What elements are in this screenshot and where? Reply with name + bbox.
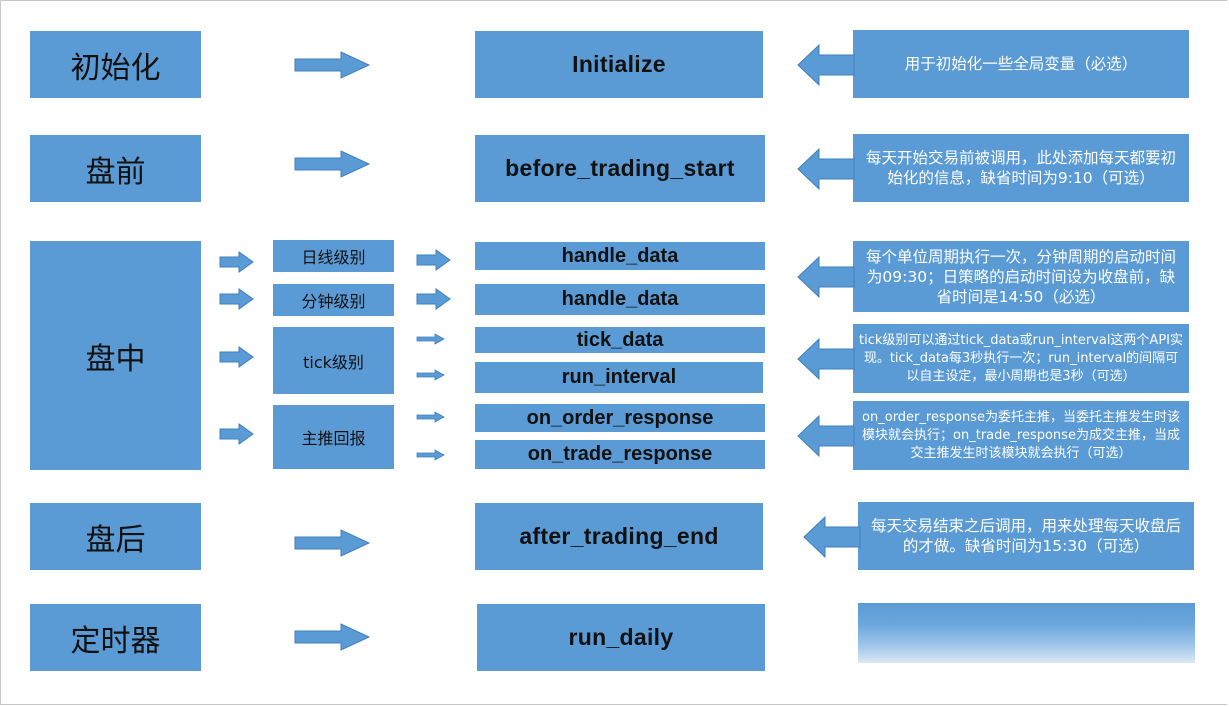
arrow-right-icon [294, 150, 371, 178]
func-after-trading-end: after_trading_end [475, 503, 763, 570]
stage-init: 初始化 [30, 31, 201, 98]
desc-timer-blurred [858, 603, 1195, 663]
arrow-right-icon [294, 623, 371, 651]
arrow-small-right-icon [219, 423, 254, 445]
sub-push: 主推回报 [272, 404, 395, 470]
stage-pre: 盘前 [30, 135, 201, 202]
func-handle-data-daily: handle_data [475, 242, 765, 270]
func-on-order-response: on_order_response [475, 404, 765, 432]
arrow-small-right-icon [416, 249, 451, 271]
arrow-small-right-icon [416, 288, 451, 310]
arrow-right-icon [294, 529, 371, 557]
arrow-left-icon [797, 147, 855, 191]
desc-handle: 每个单位周期执行一次，分钟周期的启动时间为09:30；日策略的启动时间设为收盘前… [852, 240, 1190, 313]
sub-daily: 日线级别 [272, 239, 395, 273]
func-run-interval: run_interval [475, 362, 763, 393]
arrow-left-icon [803, 515, 861, 559]
func-initialize: Initialize [475, 31, 763, 98]
arrow-left-icon [797, 43, 855, 87]
arrow-left-icon [797, 337, 855, 381]
arrow-tiny-right-icon [416, 411, 445, 423]
stage-timer: 定时器 [30, 604, 201, 671]
desc-tick: tick级别可以通过tick_data或run_interval这两个API实现… [852, 323, 1190, 394]
desc-pre: 每天开始交易前被调用，此处添加每天都要初始化的信息，缺省时间为9:10（可选） [852, 133, 1190, 203]
arrow-left-icon [797, 255, 855, 299]
arrow-left-icon [797, 414, 855, 458]
sub-minute: 分钟级别 [272, 283, 395, 317]
arrow-small-right-icon [219, 288, 254, 310]
desc-post: 每天交易结束之后调用，用来处理每天收盘后的才做。缺省时间为15:30（可选） [857, 501, 1195, 571]
arrow-tiny-right-icon [416, 449, 445, 461]
arrow-tiny-right-icon [416, 369, 445, 381]
arrow-small-right-icon [219, 346, 254, 368]
stage-intraday: 盘中 [30, 241, 201, 470]
desc-push: on_order_response为委托主推，当委托主推发生时该模块就会执行；o… [852, 400, 1190, 471]
func-tick-data: tick_data [475, 327, 765, 353]
desc-init: 用于初始化一些全局变量（必选） [852, 29, 1190, 99]
stage-post: 盘后 [30, 503, 201, 570]
func-handle-data-minute: handle_data [475, 284, 765, 315]
arrow-right-icon [294, 51, 371, 79]
sub-tick: tick级别 [272, 326, 395, 395]
func-run-daily: run_daily [477, 604, 765, 671]
func-before-trading-start: before_trading_start [475, 135, 765, 202]
arrow-small-right-icon [219, 251, 254, 273]
func-on-trade-response: on_trade_response [475, 440, 765, 469]
arrow-tiny-right-icon [416, 333, 445, 345]
